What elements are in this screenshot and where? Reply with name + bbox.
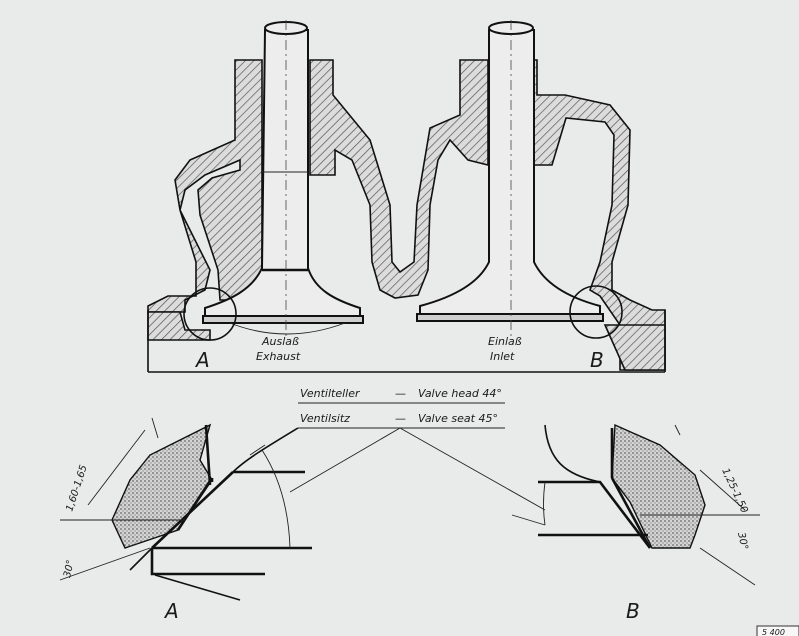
exhaust-label-en: Exhaust [256, 350, 301, 363]
label-a-top: A [194, 348, 210, 372]
head-wall-left [147, 59, 263, 313]
detail-b-seat-material [611, 423, 706, 549]
cylinder-head-section: A B Auslaß Exhaust Einlaß Inlet [147, 20, 666, 373]
detail-b: 1,25-1,50 30° B [511, 423, 760, 623]
detail-a-angle-dim: 30° [62, 559, 76, 579]
exhaust-port-wall [309, 59, 489, 299]
head-wall-right [514, 59, 666, 371]
inlet-valve [416, 20, 604, 340]
legend-row2-de: Ventilsitz [300, 412, 350, 425]
exhaust-valve [202, 20, 364, 340]
label-a-detail: A [163, 599, 179, 623]
legend: Ventilteller — Valve head 44° Ventilsitz… [289, 387, 546, 511]
legend-row1-de: Ventilteller [300, 387, 361, 400]
detail-b-angle-dim: 30° [735, 531, 749, 551]
label-b-detail: B [626, 599, 640, 623]
detail-circle-a [183, 287, 237, 341]
detail-a: 1,60-1,65 30° A [59, 417, 312, 623]
inlet-label-de: Einlaß [488, 335, 522, 348]
exhaust-label-de: Auslaß [261, 335, 299, 348]
legend-row2-dash: — [395, 412, 406, 425]
corner-stamp-box [756, 625, 799, 636]
legend-row1-dash: — [395, 387, 406, 400]
legend-row2-en: Valve seat 45° [418, 412, 498, 425]
head-floor [147, 311, 211, 341]
detail-a-seat-material [111, 423, 213, 549]
label-b-top: B [590, 348, 604, 372]
inlet-label-en: Inlet [490, 350, 515, 363]
corner-stamp: 5 400 [762, 628, 785, 636]
legend-row1-en: Valve head 44° [418, 387, 502, 400]
detail-circle-b [569, 285, 623, 339]
detail-a-width-dim: 1,60-1,65 [64, 464, 89, 513]
